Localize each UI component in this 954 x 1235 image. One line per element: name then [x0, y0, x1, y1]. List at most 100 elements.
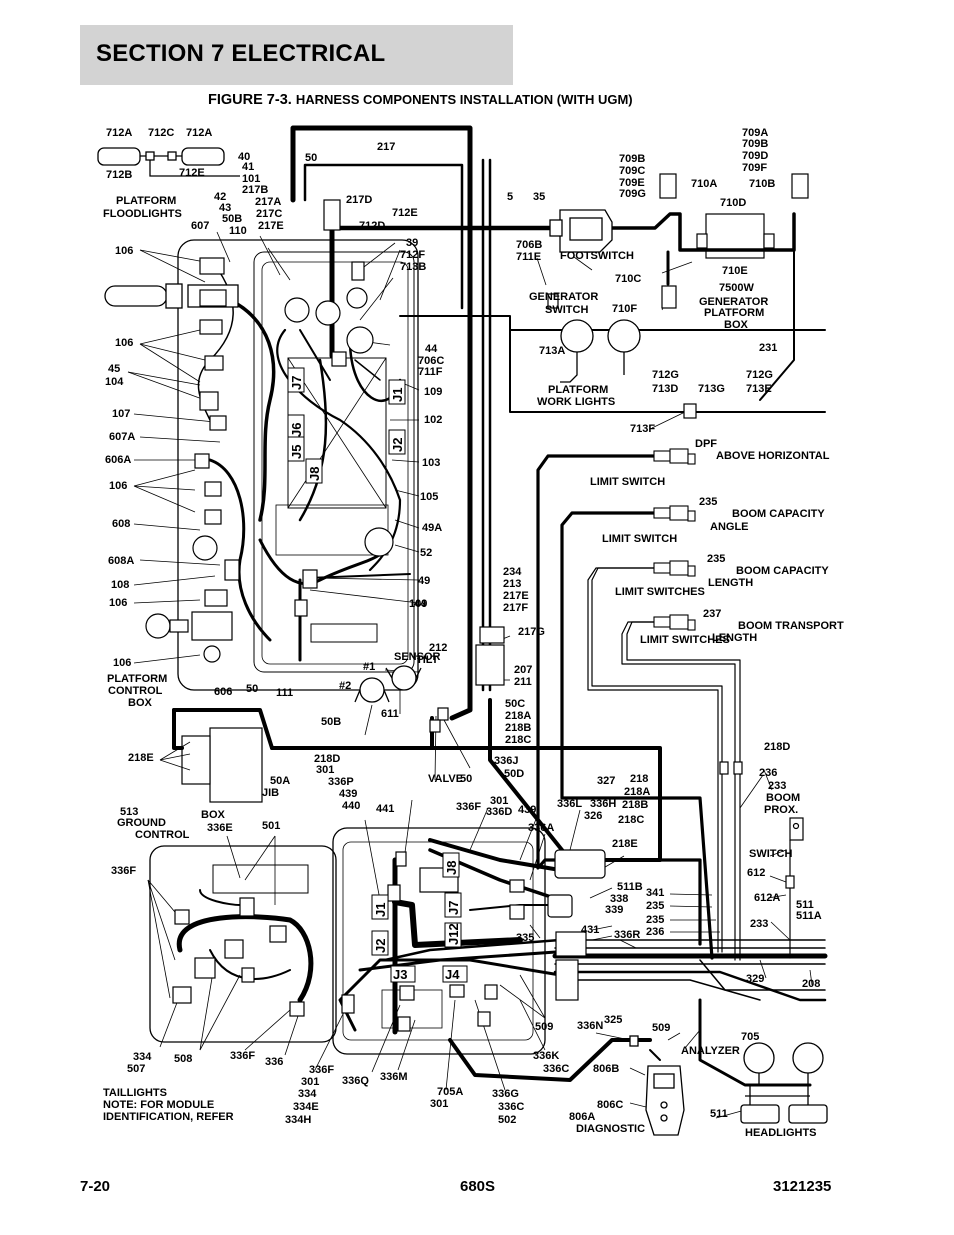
label-42: 42 — [214, 191, 226, 203]
label-211: 211 — [514, 676, 532, 688]
label-236: 236 — [646, 926, 664, 938]
label-identification-refer: IDENTIFICATION, REFER — [103, 1111, 234, 1123]
label-336f: 336F — [111, 865, 136, 877]
label-329: 329 — [746, 973, 764, 985]
label-44: 44 — [414, 598, 427, 610]
jack-j3: J3 — [390, 965, 416, 983]
label-710d: 710D — [720, 197, 746, 209]
jack-label-j5: J5 — [289, 445, 304, 459]
label-709b: 709B — [742, 138, 768, 150]
label-218b: 218B — [505, 722, 531, 734]
label-platform: PLATFORM — [107, 673, 167, 685]
label-712a: 712A — [186, 127, 212, 139]
label-limit-switch: LIMIT SWITCH — [590, 476, 665, 488]
label-limit-switches: LIMIT SWITCHES — [640, 634, 730, 646]
jib-valve — [181, 727, 263, 803]
label-326: 326 — [584, 810, 602, 822]
label-50: 50 — [305, 152, 317, 164]
label-301: 301 — [316, 764, 334, 776]
label-50: 50 — [460, 773, 472, 785]
label-711e: 711E — [516, 251, 541, 263]
label-713a: 713A — [539, 345, 565, 357]
jack-j4: J4 — [442, 965, 468, 983]
label-106: 106 — [109, 597, 127, 609]
label-336q: 336Q — [342, 1075, 369, 1087]
label-boom-transport: BOOM TRANSPORT — [738, 620, 844, 632]
jack-frame — [444, 922, 462, 948]
label-angle: ANGLE — [710, 521, 749, 533]
floodlight-icon — [97, 147, 240, 177]
label-712f: 712F — [400, 249, 425, 261]
label-336e: 336E — [207, 822, 233, 834]
jack-j1: J1 — [388, 379, 406, 405]
label-235: 235 — [646, 914, 664, 926]
label-334h: 334H — [285, 1114, 311, 1126]
label-box: BOX — [724, 319, 749, 331]
label-218d: 218D — [314, 753, 340, 765]
label-710b: 710B — [749, 178, 775, 190]
label-platform: PLATFORM — [704, 307, 764, 319]
label-336j: 336J — [494, 755, 518, 767]
label-207: 207 — [514, 664, 532, 676]
label-52: 52 — [420, 547, 432, 559]
figure-title: FIGURE 7-3. HARNESS COMPONENTS INSTALLAT… — [208, 92, 633, 108]
label-336p: 336P — [328, 776, 354, 788]
label-platform: PLATFORM — [548, 384, 608, 396]
label-336f: 336F — [309, 1064, 334, 1076]
jack-label-j12: J12 — [446, 923, 461, 945]
label-336a: 336A — [528, 822, 554, 834]
label-507: 507 — [127, 1063, 145, 1075]
label-35: 35 — [533, 191, 545, 203]
label-607: 607 — [191, 220, 209, 232]
jack-j12: J12 — [444, 922, 462, 948]
label-511a: 511A — [796, 910, 822, 922]
jack-j1: J1 — [371, 894, 389, 920]
jack-frame — [442, 852, 460, 878]
label-diagnostic: DIAGNOSTIC — [576, 1123, 645, 1135]
jack-frame — [388, 429, 406, 455]
label-218a: 218A — [624, 786, 650, 798]
label-213: 213 — [503, 578, 521, 590]
jack-frame — [390, 965, 416, 983]
label-713e: 713E — [746, 383, 772, 395]
label-440: 440 — [342, 800, 360, 812]
label-709b: 709B — [619, 153, 645, 165]
label-217e: 217E — [503, 590, 529, 602]
label-341: 341 — [646, 887, 664, 899]
label-limit-switch: LIMIT SWITCH — [602, 533, 677, 545]
label-710e: 710E — [722, 265, 748, 277]
label-336l: 336L — [557, 798, 582, 810]
label-709a: 709A — [742, 127, 768, 139]
label-713d: 713D — [652, 383, 678, 395]
label-236: 236 — [759, 767, 777, 779]
label-336n: 336N — [577, 1020, 603, 1032]
label-709e: 709E — [619, 177, 645, 189]
label-712d: 712D — [359, 220, 385, 232]
label-710c: 710C — [615, 273, 641, 285]
label-switch: SWITCH — [749, 848, 792, 860]
label-104: 104 — [105, 376, 124, 388]
label-49a: 49A — [422, 522, 442, 534]
jack-j8: J8 — [442, 852, 460, 878]
jack-frame — [287, 367, 305, 393]
label-235: 235 — [699, 496, 717, 508]
label-length: LENGTH — [712, 632, 757, 644]
label-39: 39 — [406, 237, 418, 249]
label-806a: 806A — [569, 1111, 595, 1123]
label-217c: 217C — [256, 208, 282, 220]
label-218e: 218E — [612, 838, 638, 850]
jack-j5: J5 — [287, 436, 305, 462]
label-712a: 712A — [106, 127, 132, 139]
label-50c: 50C — [505, 698, 525, 710]
label-712c: 712C — [148, 127, 174, 139]
label-513: 513 — [120, 806, 138, 818]
label-2: #2 — [339, 680, 351, 692]
label-platform: PLATFORM — [116, 195, 176, 207]
label-5: 5 — [507, 191, 513, 203]
label-709c: 709C — [619, 165, 645, 177]
label-336k: 336K — [533, 1050, 559, 1062]
label-217b: 217B — [242, 184, 268, 196]
